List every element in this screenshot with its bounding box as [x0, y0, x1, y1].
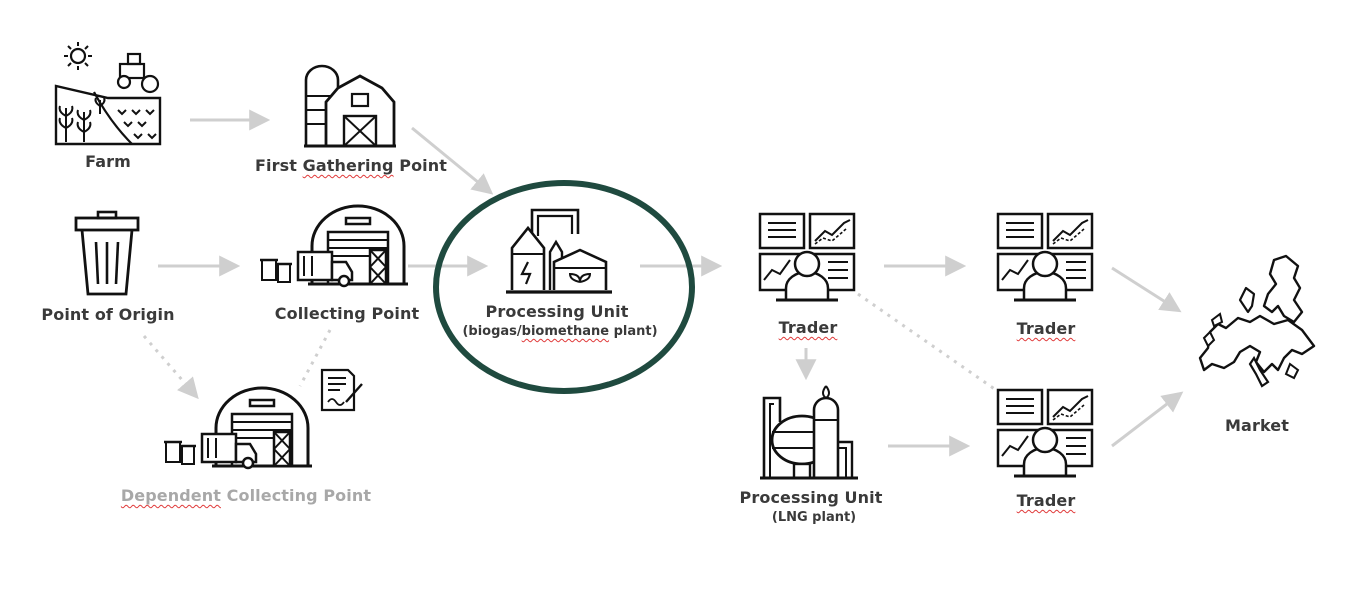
- europe-map-icon: [1198, 254, 1316, 388]
- line-trader-to-trader-dotted: [857, 292, 997, 392]
- trader-label-3-text: Trader: [1016, 491, 1076, 510]
- first-gathering-point-label-part3: Point: [393, 156, 448, 175]
- trader-icon-2: [996, 212, 1094, 302]
- processing-unit-biogas-label: Processing Unit: [485, 302, 629, 321]
- signed-document-icon: [320, 368, 363, 412]
- trader-label-1: Trader: [779, 318, 838, 337]
- biogas-plant-icon: [506, 208, 612, 294]
- first-gathering-point-label-part1: First: [254, 156, 303, 175]
- trader-label-1-text: Trader: [778, 318, 838, 337]
- processing-unit-biogas-sublabel-part1: (biogas/: [462, 324, 522, 339]
- arrow-gathering-to-processing: [411, 126, 494, 195]
- arrow-origin-to-dependent: [142, 335, 199, 400]
- trash-bin-icon: [74, 210, 140, 296]
- processing-unit-lng-label: Processing Unit: [739, 488, 883, 507]
- dependent-warehouse-icon: [162, 386, 314, 470]
- point-of-origin-label: Point of Origin: [41, 305, 175, 324]
- trader-label-2-text: Trader: [1016, 319, 1076, 338]
- farm-icon: [54, 42, 162, 146]
- arrow-trader-to-market-bottom: [1111, 391, 1184, 448]
- first-gathering-point-label-part2: Gathering: [302, 156, 394, 175]
- farm-label: Farm: [85, 152, 131, 171]
- first-gathering-point-label: First Gathering Point: [255, 156, 447, 175]
- collecting-point-label: Collecting Point: [274, 304, 420, 323]
- processing-unit-biogas-sublabel-part2: biomethane: [521, 324, 610, 339]
- barn-silo-icon: [304, 64, 396, 148]
- processing-unit-lng-sublabel: (LNG plant): [771, 510, 857, 525]
- processing-unit-biogas-sublabel-part3: plant): [609, 324, 658, 339]
- dependent-collecting-point-label-part1: Dependent: [120, 486, 221, 505]
- dependent-collecting-point-label: Dependent Collecting Point: [121, 486, 371, 505]
- processing-unit-biogas-sublabel: (biogas/biomethane plant): [462, 324, 657, 339]
- processing-highlight-ring: [433, 180, 695, 394]
- arrow-trader-to-market-top: [1111, 266, 1182, 313]
- trader-icon-3: [996, 388, 1094, 478]
- trader-icon-1: [758, 212, 856, 302]
- line-collecting-to-dependent: [298, 329, 332, 387]
- warehouse-icon: [258, 204, 410, 288]
- trader-label-2: Trader: [1017, 319, 1076, 338]
- trader-label-3: Trader: [1017, 491, 1076, 510]
- market-label: Market: [1225, 416, 1289, 435]
- lng-plant-icon: [760, 385, 858, 480]
- dependent-collecting-point-label-part2: Collecting Point: [220, 486, 372, 505]
